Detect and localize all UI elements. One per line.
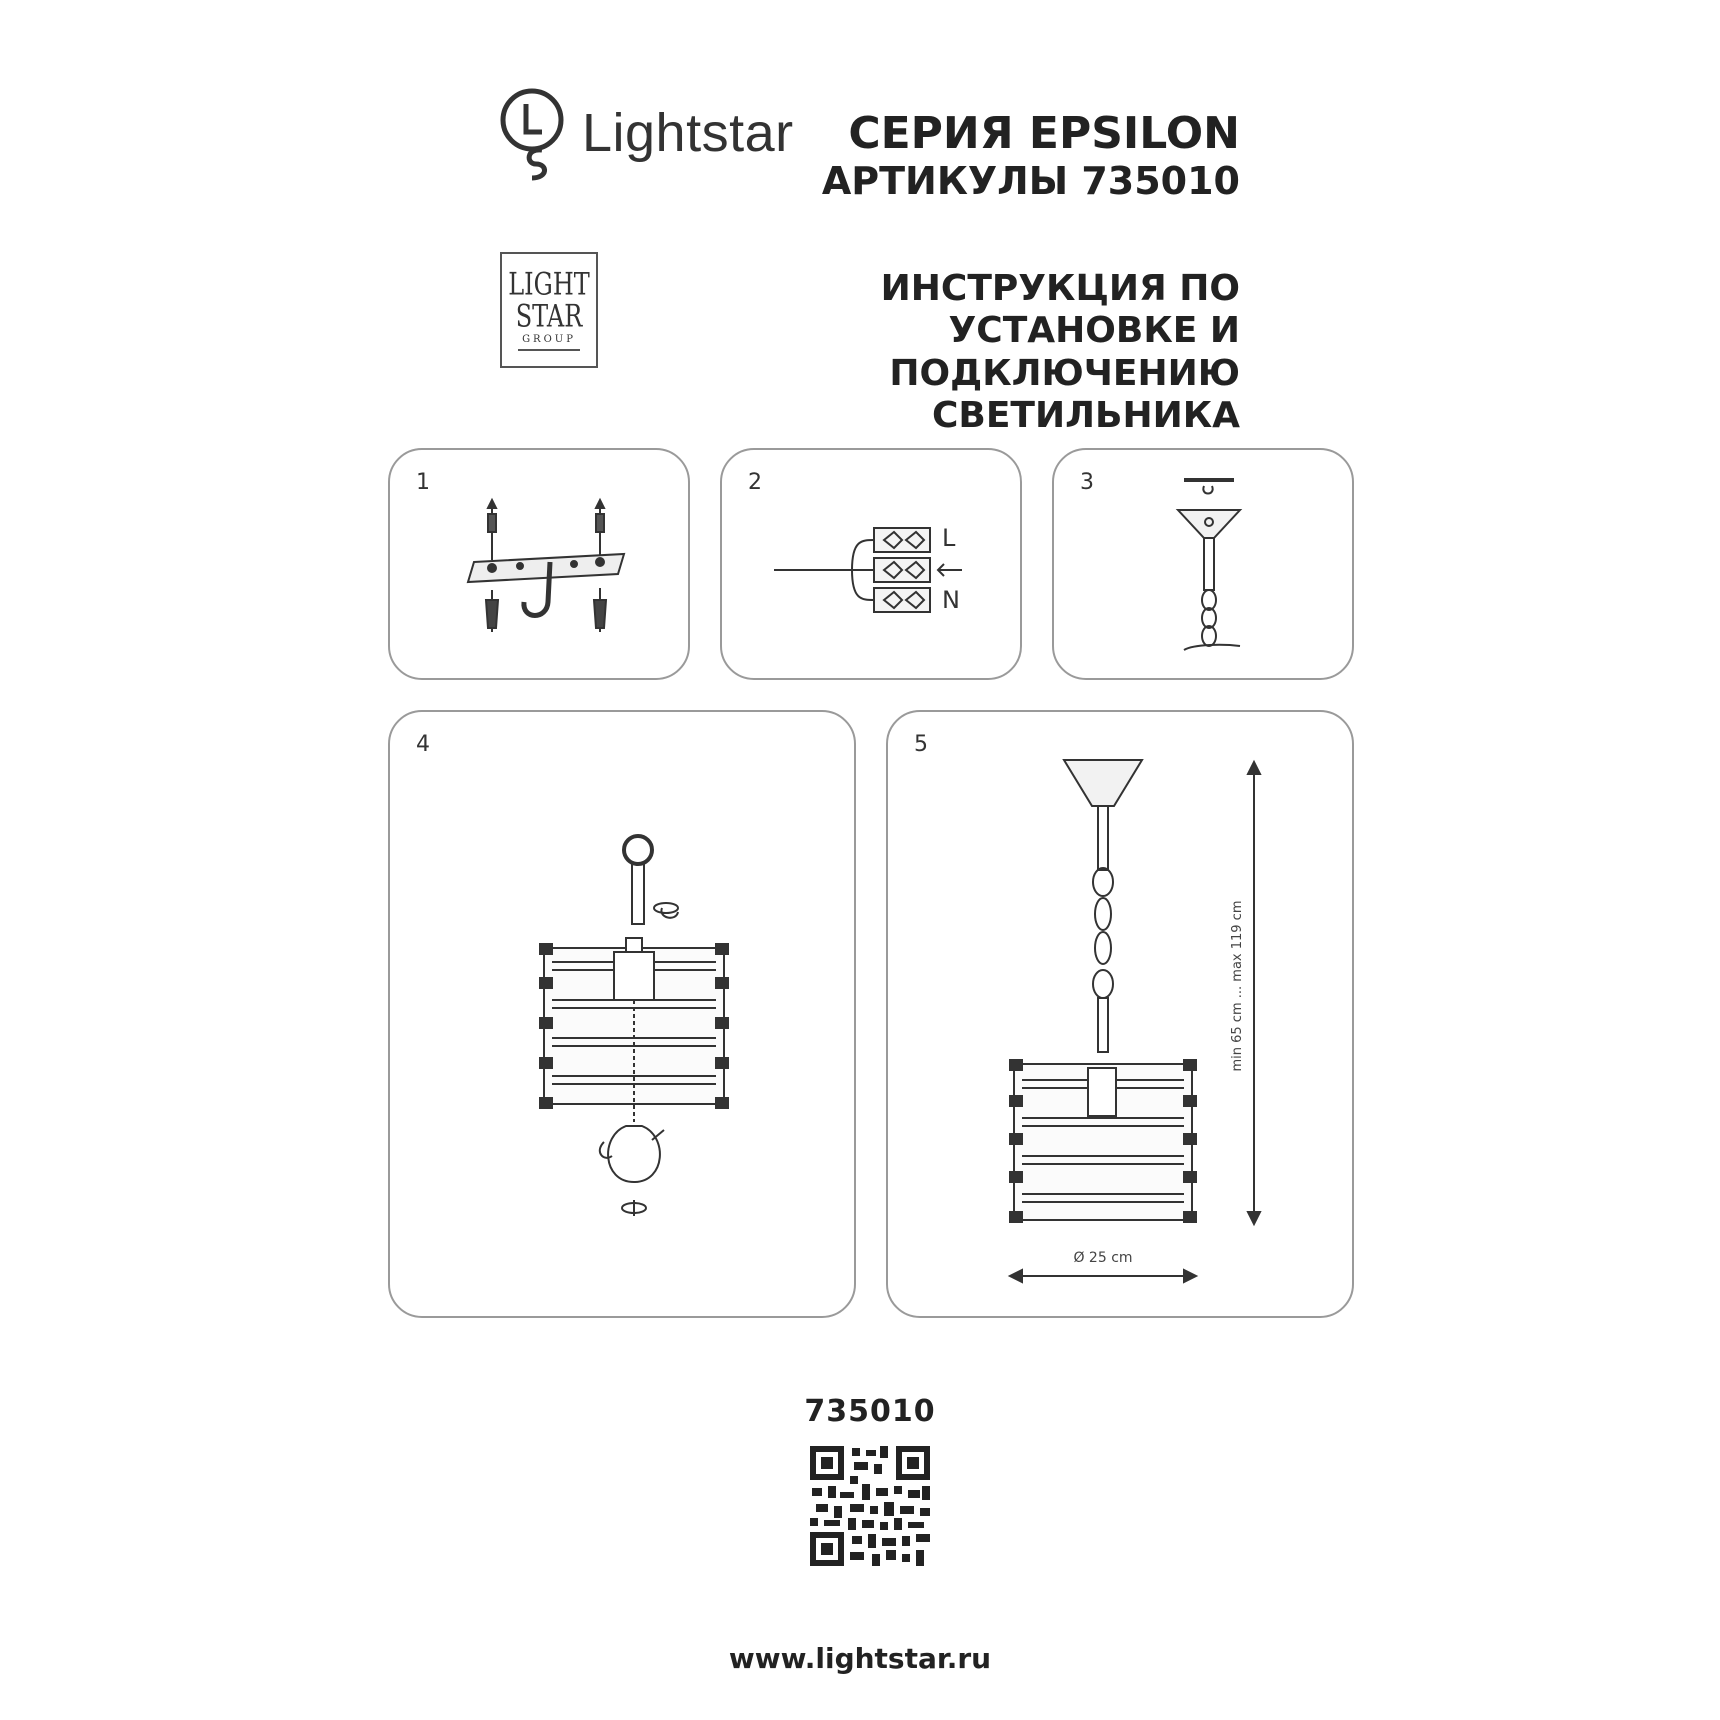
stamp-line-star: STAR [515,297,583,335]
shade-assembly-illustration [539,834,729,1216]
brand-name: Lightstar [582,103,794,163]
step-number: 4 [416,732,430,757]
step-panel-5: 5 [886,710,1354,1318]
live-wire-label: L [942,524,956,552]
stamp-line-group: GROUP [522,334,576,345]
step-panel-4: 4 [388,710,856,1318]
height-dimension-label: min 65 cm ... max 119 cm [1230,900,1245,1072]
brand-logo: Lightstar [496,84,836,184]
instruction-title: ИНСТРУКЦИЯ ПО УСТАНОВКЕ И ПОДКЛЮЧЕНИЮ СВ… [620,268,1240,438]
neutral-wire-label: N [942,586,960,614]
step-panel-1: 1 [388,448,690,680]
stamp-line-light: LIGHT [508,265,590,303]
dimensions-illustration [1007,759,1262,1284]
light-star-group-stamp: LIGHT STAR GROUP [500,252,598,368]
step-number: 2 [748,470,762,495]
instruction-line-1: ИНСТРУКЦИЯ ПО УСТАНОВКЕ И [880,268,1240,352]
mounting-bracket-illustration [466,497,626,632]
footer-article: 735010 [804,1394,936,1429]
series-title: СЕРИЯ EPSILON [848,108,1240,159]
stamp-rule [518,349,580,351]
diameter-dimension-label: Ø 25 cm [1073,1250,1133,1266]
articles-title: АРТИКУЛЫ 735010 [821,159,1240,203]
instruction-line-2: ПОДКЛЮЧЕНИЮ СВЕТИЛЬНИКА [889,352,1240,437]
canopy-chain-illustration [1175,478,1243,651]
step-panel-3: 3 [1052,448,1354,680]
step-number: 1 [416,470,430,495]
footer-website: www.lightstar.ru [728,1642,992,1675]
bulb-logo-icon [500,88,564,181]
step-number: 5 [914,732,928,757]
wiring-illustration [774,527,962,613]
qr-code-icon [810,1446,930,1566]
step-number: 3 [1080,470,1094,495]
step-panel-2: 2 L N [720,448,1022,680]
